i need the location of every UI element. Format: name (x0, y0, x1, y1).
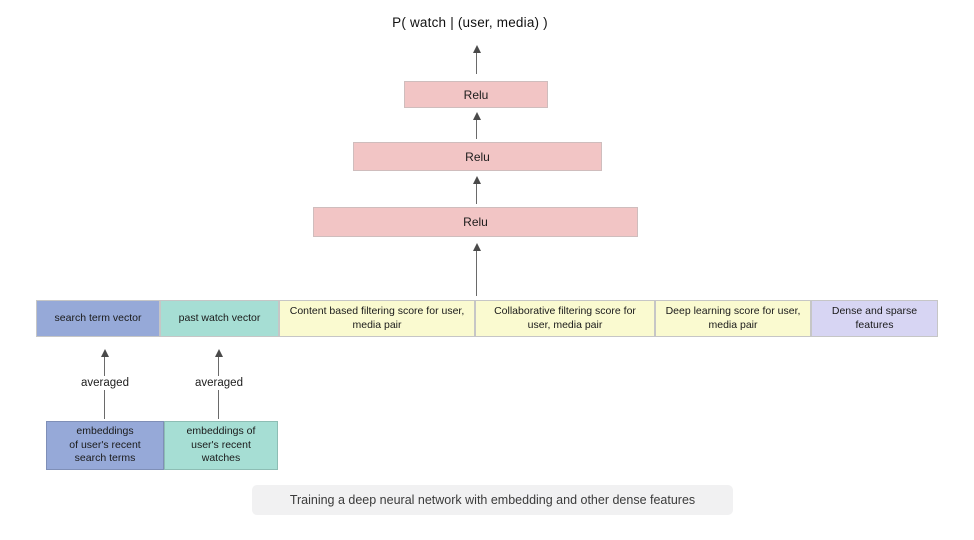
arrow-head-icon (472, 45, 481, 53)
output-probability-label: P( watch | (user, media) ) (392, 15, 548, 30)
averaged-label-left: averaged (77, 376, 133, 390)
arrow-head-icon (214, 349, 223, 357)
embedding-line: watches (201, 452, 241, 465)
arrow-shaft (475, 53, 478, 74)
feature-box-content-based-score: Content based filtering score for user, … (279, 300, 475, 337)
arrow-head-icon (472, 243, 481, 251)
feature-box-dense-sparse-features: Dense and sparse features (811, 300, 938, 337)
arrow-up-icon (472, 176, 481, 204)
arrow-up-icon (472, 45, 481, 74)
feature-box-collaborative-score: Collaborative filtering score for user, … (475, 300, 655, 337)
relu-layer-top: Relu (404, 81, 548, 108)
relu-layer-bottom: Relu (313, 207, 638, 237)
arrow-head-icon (472, 112, 481, 120)
embedding-line: embeddings (76, 425, 134, 438)
embedding-line: of user's recent (69, 438, 141, 451)
embedding-line: search terms (74, 452, 136, 465)
averaged-label-right: averaged (191, 376, 247, 390)
arrow-head-icon (100, 349, 109, 357)
relu-layer-middle: Relu (353, 142, 602, 171)
arrow-up-icon (472, 243, 481, 296)
embedding-line: user's recent (191, 438, 251, 451)
diagram-caption: Training a deep neural network with embe… (252, 485, 733, 515)
arrow-shaft (475, 120, 478, 139)
feature-box-search-term-vector: search term vector (36, 300, 160, 337)
arrow-shaft (475, 251, 478, 296)
arrow-shaft (475, 184, 478, 204)
embedding-line: embeddings of (186, 425, 256, 438)
embedding-box-search-terms: embeddings of user's recent search terms (46, 421, 164, 470)
embedding-box-watches: embeddings of user's recent watches (164, 421, 278, 470)
feature-box-deep-learning-score: Deep learning score for user, media pair (655, 300, 811, 337)
arrow-head-icon (472, 176, 481, 184)
arrow-up-icon (472, 112, 481, 139)
feature-box-past-watch-vector: past watch vector (160, 300, 279, 337)
